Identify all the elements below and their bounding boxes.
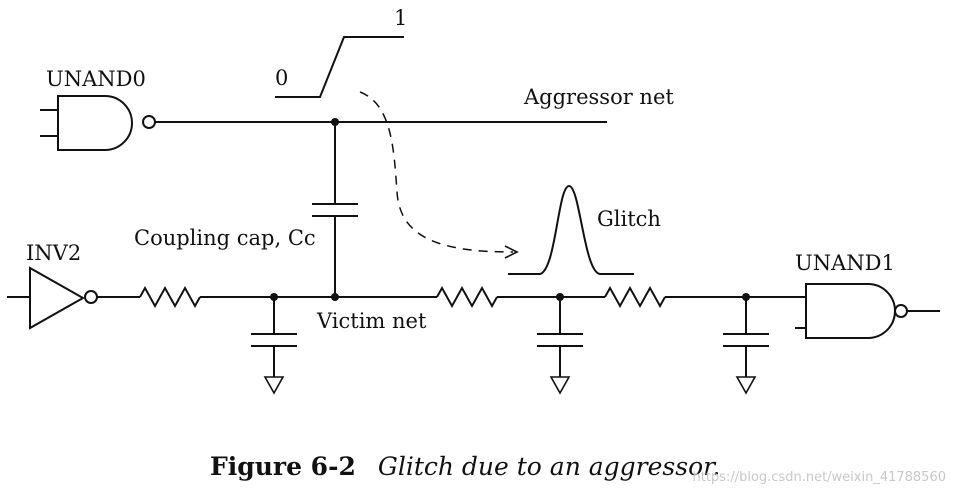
ground-capacitor-3 — [723, 297, 769, 395]
coupling-cap-label: Coupling cap, Cc — [134, 226, 316, 250]
rising-transition-waveform — [275, 36, 404, 98]
unand0-gate — [40, 95, 156, 151]
figure-caption: Figure 6-2 Glitch due to an aggressor. — [210, 452, 720, 481]
aggressor-net-label: Aggressor net — [523, 85, 674, 109]
ground-icon — [549, 376, 571, 395]
watermark: https://blog.csdn.net/weixin_41788560 — [692, 470, 946, 485]
figure-number: Figure 6-2 — [210, 452, 356, 481]
victim-junction-dot — [331, 293, 339, 301]
unand1-label: UNAND1 — [795, 251, 895, 275]
coupling-capacitor — [312, 122, 358, 297]
ground-icon — [735, 376, 757, 395]
ground-capacitor-2 — [537, 297, 583, 395]
glitch-waveform — [508, 184, 634, 275]
victim-net-label: Victim net — [316, 309, 427, 333]
inv2-label: INV2 — [26, 241, 81, 265]
transition-low-label: 0 — [275, 66, 288, 90]
figure-caption-text: Glitch due to an aggressor. — [378, 452, 720, 481]
glitch-label: Glitch — [597, 207, 661, 231]
coupling-dashed-arrow — [359, 91, 519, 259]
transition-high-label: 1 — [394, 6, 407, 30]
unand0-label: UNAND0 — [46, 67, 146, 91]
inv2-inverter — [7, 266, 98, 330]
ground-icon — [263, 376, 285, 395]
unand1-gate — [795, 283, 940, 339]
ground-capacitor-1 — [251, 297, 297, 395]
victim-wire — [97, 285, 806, 309]
